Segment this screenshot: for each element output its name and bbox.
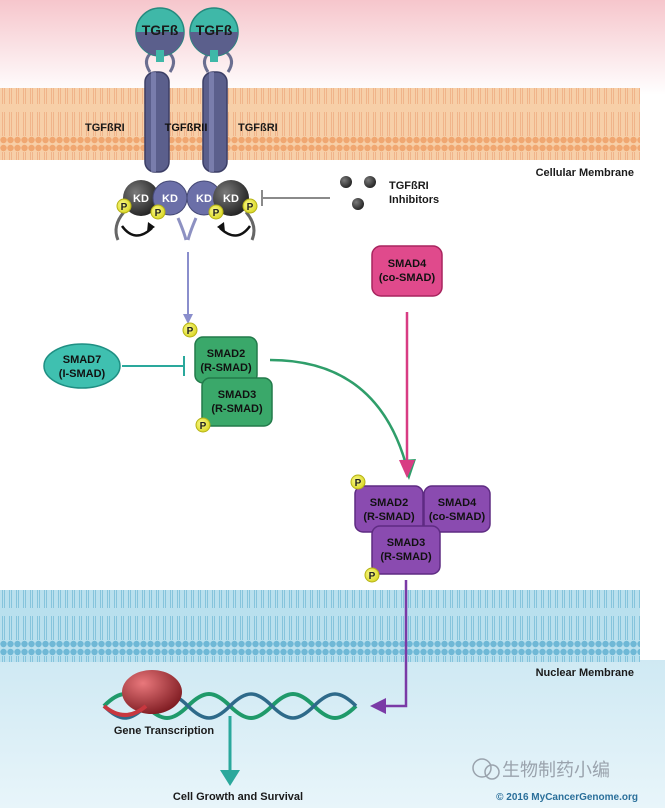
phospho-smad2: P bbox=[182, 322, 198, 338]
phospho-complex-smad3: P bbox=[364, 567, 380, 583]
extracellular-region bbox=[0, 0, 665, 95]
watermark-text: 生物制药小编 bbox=[502, 760, 610, 781]
tgfb-receptor-complex: TGFß TGFß TGFßRI TGFßRII TGFßRI KD KD KD… bbox=[85, 7, 278, 241]
complex-smad4-box bbox=[423, 485, 491, 533]
kinase-domain-4 bbox=[213, 180, 249, 216]
tgfbr2-label: TGFßRII bbox=[165, 122, 208, 134]
smad4-label-line1: SMAD4 bbox=[388, 258, 427, 270]
smad4-label-line2: (co-SMAD) bbox=[379, 272, 436, 284]
kd-label: KD bbox=[162, 193, 178, 205]
phospho-complex-smad2: P bbox=[350, 474, 366, 490]
cell-growth-label: Cell Growth and Survival bbox=[173, 791, 303, 803]
smad2-label-line2: (R-SMAD) bbox=[200, 362, 252, 374]
phospho-receptor-1: P bbox=[116, 198, 132, 214]
svg-text:P: P bbox=[121, 202, 128, 213]
kd-label: KD bbox=[196, 193, 212, 205]
nuclear-membrane bbox=[0, 590, 640, 662]
kinase-domain-1 bbox=[123, 180, 159, 216]
smad2-box bbox=[194, 336, 258, 384]
nucleus-region bbox=[0, 660, 665, 808]
svg-text:P: P bbox=[247, 202, 254, 213]
svg-text:P: P bbox=[155, 208, 162, 219]
copyright: © 2016 MyCancerGenome.org bbox=[496, 792, 638, 803]
nuclear-membrane-label: Nuclear Membrane bbox=[536, 667, 634, 679]
watermark: 生物制药小编 bbox=[472, 758, 610, 781]
rna-polymerase bbox=[122, 670, 182, 714]
smad4-free: SMAD4 (co-SMAD) bbox=[371, 245, 443, 297]
smad7-label-line1: SMAD7 bbox=[63, 354, 102, 366]
cellular-membrane bbox=[0, 88, 640, 160]
complex-smad4-line2: (co-SMAD) bbox=[429, 511, 486, 523]
svg-text:P: P bbox=[369, 571, 376, 582]
smad3-box bbox=[201, 377, 273, 427]
smad2-label-line1: SMAD2 bbox=[207, 348, 246, 360]
gene-transcription-label: Gene Transcription bbox=[114, 725, 215, 737]
ligand-label: TGFß bbox=[142, 22, 179, 38]
tgfbr1-left-label: TGFßRI bbox=[85, 122, 125, 134]
inhibitor-molecule bbox=[364, 176, 376, 188]
ligand-label: TGFß bbox=[196, 22, 233, 38]
smad2-smad3-phosphorylated: SMAD2 (R-SMAD) SMAD3 (R-SMAD) P P bbox=[182, 322, 273, 433]
smad3-label-line2: (R-SMAD) bbox=[211, 403, 263, 415]
inhibitors-label-line1: TGFßRI bbox=[389, 180, 429, 192]
smad7-node: SMAD7 (I-SMAD) bbox=[43, 343, 121, 389]
svg-text:P: P bbox=[200, 421, 207, 432]
cellular-membrane-label: Cellular Membrane bbox=[536, 167, 634, 179]
tgfbr1-right-label: TGFßRI bbox=[238, 122, 278, 134]
smad3-label-line1: SMAD3 bbox=[218, 389, 257, 401]
svg-text:P: P bbox=[187, 326, 194, 337]
kd-label: KD bbox=[223, 193, 239, 205]
inhibitors-label-line2: Inhibitors bbox=[389, 194, 439, 206]
tgfb-ligand-right: TGFß bbox=[189, 7, 239, 62]
phospho-receptor-3: P bbox=[208, 204, 224, 220]
complex-smad2-box bbox=[354, 485, 424, 533]
smad-complex: SMAD2 (R-SMAD) SMAD4 (co-SMAD) SMAD3 (R-… bbox=[350, 474, 491, 583]
inhibitor-molecule bbox=[340, 176, 352, 188]
complex-smad2-line1: SMAD2 bbox=[370, 497, 409, 509]
complex-smad3-box bbox=[371, 525, 441, 575]
complex-smad2-line2: (R-SMAD) bbox=[363, 511, 415, 523]
complex-smad3-line1: SMAD3 bbox=[387, 537, 426, 549]
complex-smad4-line1: SMAD4 bbox=[438, 497, 477, 509]
smad-translocation-arrow bbox=[269, 358, 410, 473]
svg-text:P: P bbox=[355, 478, 362, 489]
complex-to-dna-arrow bbox=[380, 580, 408, 708]
wechat-icon bbox=[472, 758, 492, 778]
tgfb-ligand-left: TGFß bbox=[135, 7, 185, 62]
phospho-receptor-2: P bbox=[150, 204, 166, 220]
phospho-receptor-4: P bbox=[242, 198, 258, 214]
inhibitor-molecule bbox=[352, 198, 364, 210]
dna-helix bbox=[102, 670, 358, 720]
kd-label: KD bbox=[133, 193, 149, 205]
tgfbr1-inhibitors: TGFßRI Inhibitors bbox=[261, 176, 439, 210]
phospho-smad3: P bbox=[195, 417, 211, 433]
complex-smad3-line2: (R-SMAD) bbox=[380, 551, 432, 563]
svg-text:P: P bbox=[213, 208, 220, 219]
smad7-label-line2: (I-SMAD) bbox=[59, 368, 106, 380]
